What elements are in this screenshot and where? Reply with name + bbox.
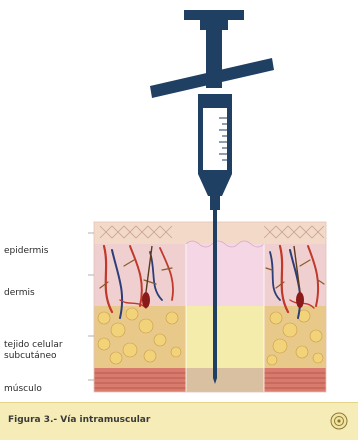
plunger-handle	[184, 10, 244, 30]
emblem-icon	[330, 412, 348, 430]
needle-hub	[210, 196, 220, 210]
label-epidermis: epidermis	[4, 246, 86, 257]
syringe-tip	[198, 174, 232, 196]
skin-cross-section	[94, 222, 326, 392]
label-subcutaneous: tejido celular subcutáneo	[4, 340, 86, 362]
label-dermis: dermis	[4, 288, 86, 299]
needle	[213, 208, 217, 378]
label-subcutaneous-line1: tejido celular	[4, 340, 63, 350]
caption-bar: Figura 3.- Vía intramuscular	[0, 402, 358, 440]
label-muscle: músculo	[4, 384, 86, 395]
layer-brackets	[88, 233, 94, 380]
label-subcutaneous-line2: subcutáneo	[4, 351, 57, 361]
plunger-stopper	[203, 96, 227, 108]
injection-window	[186, 241, 264, 392]
figure-caption: Figura 3.- Vía intramuscular	[8, 415, 150, 425]
